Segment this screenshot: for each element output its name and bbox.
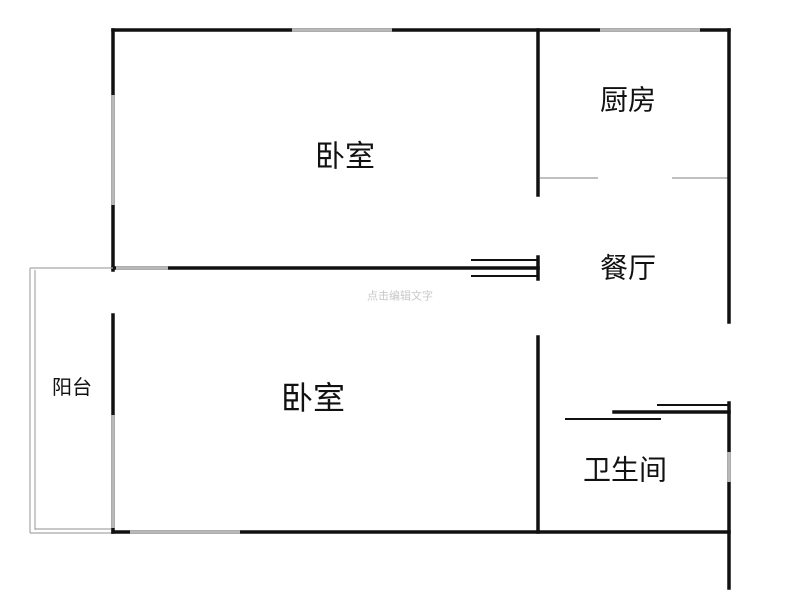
- room-label-bedroom-bottom: 卧室: [281, 379, 345, 417]
- room-label-balcony: 阳台: [52, 375, 92, 399]
- room-label-bathroom: 卫生间: [583, 454, 667, 487]
- room-label-kitchen: 厨房: [600, 84, 656, 117]
- room-label-dining: 餐厅: [600, 252, 656, 285]
- edit-text-hint[interactable]: 点击编辑文字: [367, 289, 433, 303]
- room-label-bedroom-top: 卧室: [315, 140, 375, 175]
